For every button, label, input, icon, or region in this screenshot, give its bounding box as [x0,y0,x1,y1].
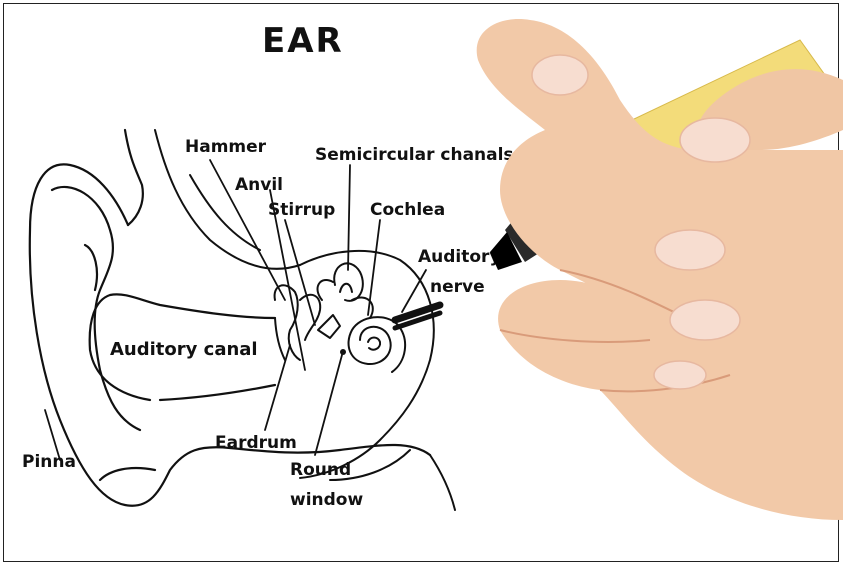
label-pinna: Pinna [22,452,76,472]
label-eardrum: Eardrum [215,433,297,453]
label-auditory-nerve-line1: Auditory [418,247,501,267]
label-semicircular-canals: Semicircular chanals [315,145,514,165]
label-cochlea: Cochlea [370,200,445,220]
semicircular-canals [318,263,373,318]
label-stirrup: Stirrup [268,200,335,220]
hand-illustration [477,19,843,520]
nail-ring [670,300,740,340]
label-round-window-line2: window [290,490,363,510]
nail-thumb [680,118,750,162]
nail-pinky [654,361,706,389]
label-auditory-nerve-line2: nerve [430,277,485,297]
diagram-title: EAR [262,21,344,61]
label-anvil: Anvil [235,175,283,195]
nail-index [532,55,588,95]
label-hammer: Hammer [185,137,267,157]
nail-middle [655,230,725,270]
label-round-window-line1: Round [290,460,351,480]
label-auditory-canal: Auditory canal [110,339,258,360]
round-window-dot [340,349,346,355]
leader-lines [45,160,426,460]
